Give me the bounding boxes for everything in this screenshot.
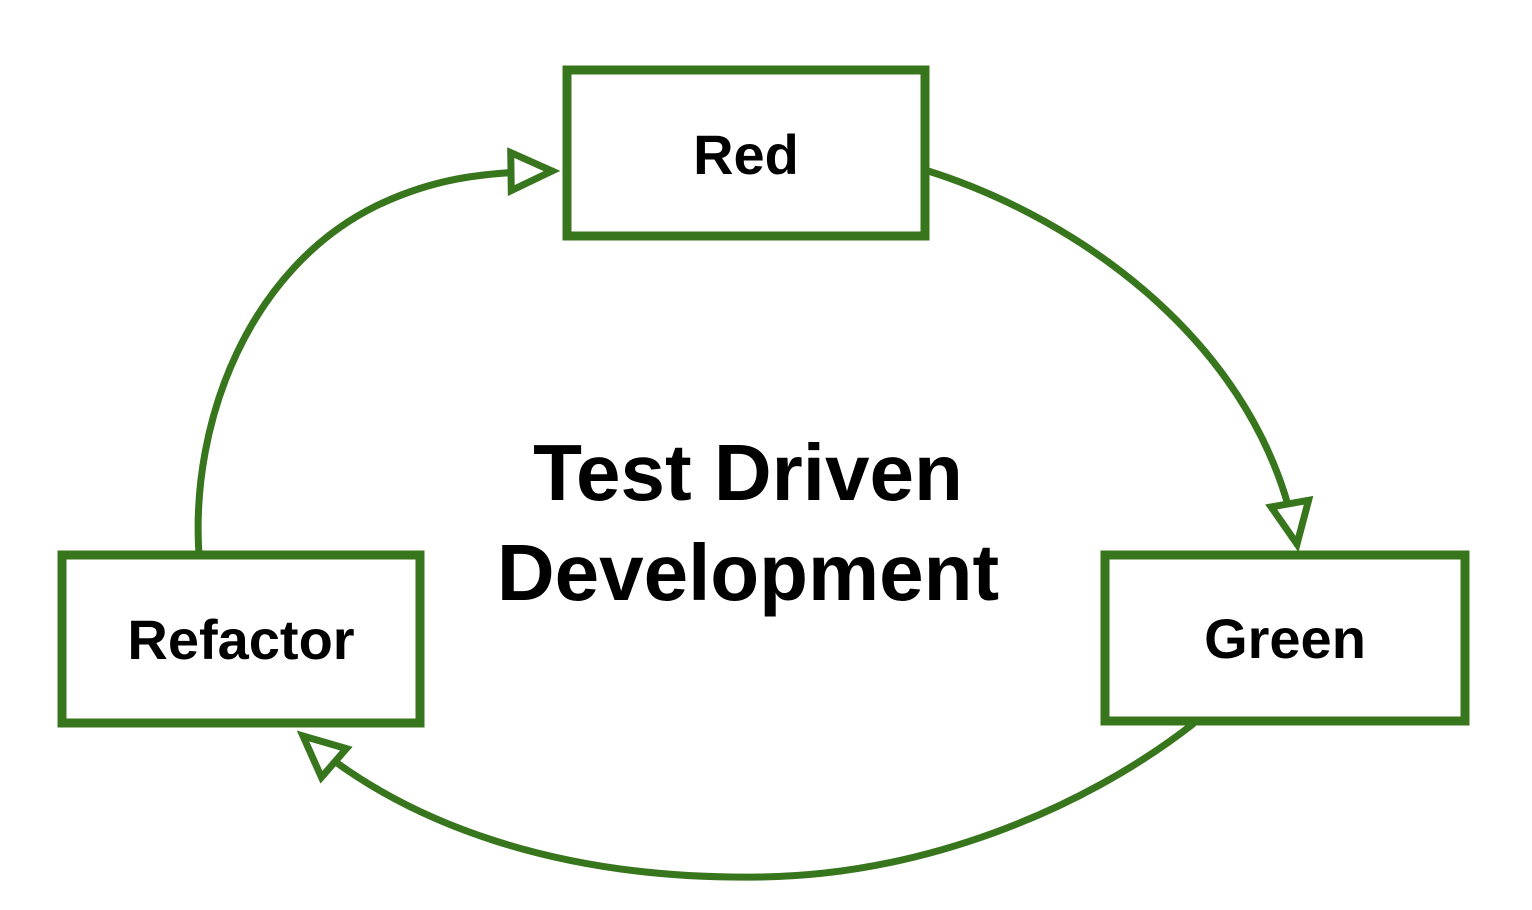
node-green: [1100, 550, 1470, 726]
edge-green-to-refactor: [303, 720, 1197, 881]
node-refactor: [57, 550, 425, 728]
node-green-label: Green: [1204, 607, 1366, 670]
diagram-title-line2: Development: [497, 528, 999, 617]
edge-red-to-green: [921, 166, 1297, 544]
diagram-title-line1: Test Driven: [533, 428, 963, 517]
edge-refactor-to-red: [194, 171, 552, 559]
node-refactor-label: Refactor: [127, 608, 354, 671]
node-red-label: Red: [693, 123, 799, 186]
node-red: [562, 65, 930, 241]
